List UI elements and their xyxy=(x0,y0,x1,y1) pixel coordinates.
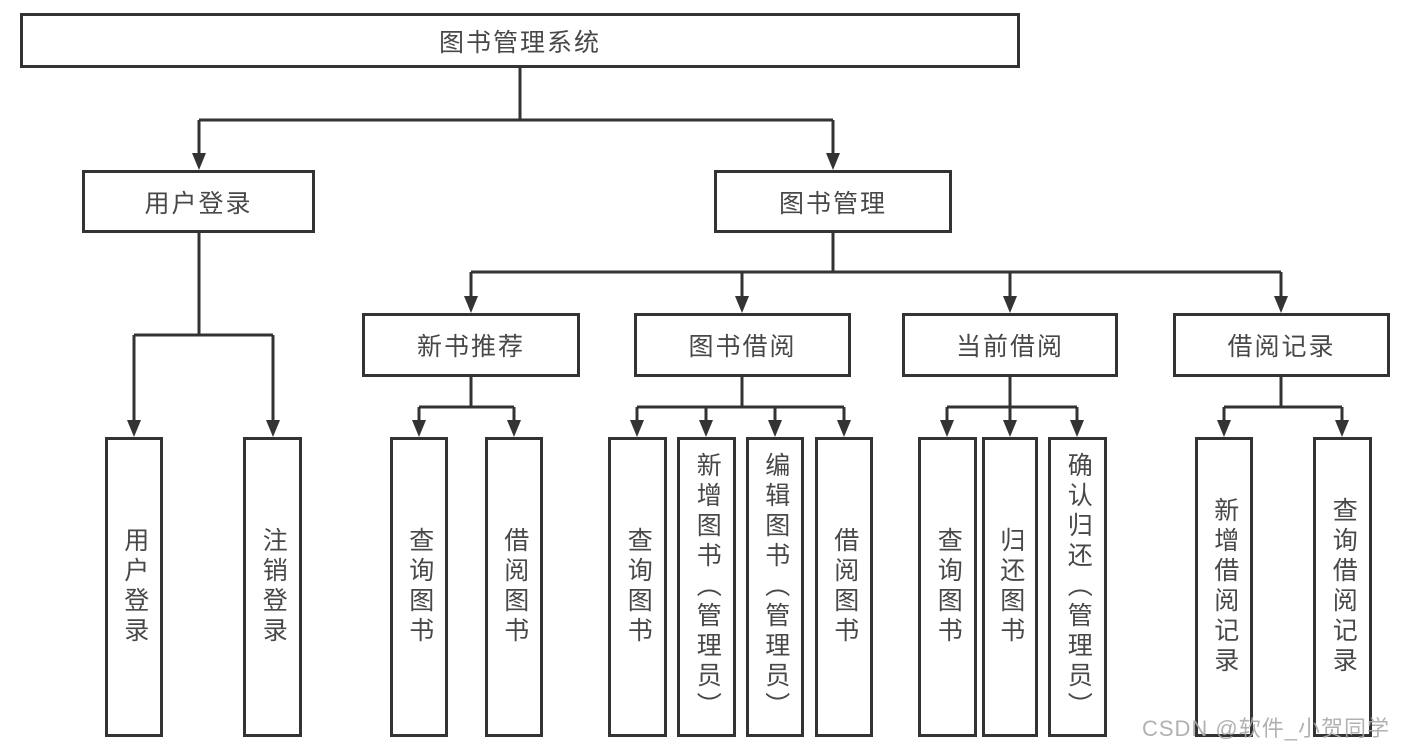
arrow-down-icon xyxy=(768,420,782,437)
node-book-borrow: 图书借阅 xyxy=(634,313,851,377)
leaf-borrow-query-books: 查询图书 xyxy=(608,437,667,737)
arrow-down-icon xyxy=(127,420,141,437)
arrow-down-icon xyxy=(940,420,954,437)
connector-book-borrow-to-leaves xyxy=(635,377,846,424)
arrow-down-icon xyxy=(1274,296,1288,313)
leaf-rec-borrow-books: 借阅图书 xyxy=(485,437,543,737)
leaf-records-query-record: 查询借阅记录 xyxy=(1313,437,1372,737)
leaf-current-confirm-return-admin: 确认归还（管理员） xyxy=(1048,437,1107,737)
arrow-down-icon xyxy=(699,420,713,437)
arrow-down-icon xyxy=(1217,420,1231,437)
arrow-down-icon xyxy=(464,296,478,313)
leaf-borrow-borrow-books: 借阅图书 xyxy=(815,437,873,737)
node-user-login: 用户登录 xyxy=(82,170,315,233)
leaf-current-query-books: 查询图书 xyxy=(918,437,977,737)
arrow-down-icon xyxy=(826,153,840,170)
arrow-down-icon xyxy=(1003,296,1017,313)
csdn-watermark: CSDN @软件_小贺同学 xyxy=(1141,716,1390,741)
connector-borrow-records-to-leaves xyxy=(1222,377,1344,424)
connector-current-borrow-to-leaves xyxy=(945,377,1079,424)
leaf-borrow-edit-books-admin: 编辑图书（管理员） xyxy=(746,437,804,737)
leaf-current-return-books: 归还图书 xyxy=(982,437,1038,737)
leaf-borrow-add-books-admin: 新增图书（管理员） xyxy=(677,437,736,737)
connector-book-mgmt-to-level2 xyxy=(469,233,1283,299)
leaf-logout: 注销登录 xyxy=(243,437,302,737)
node-new-book-rec: 新书推荐 xyxy=(362,313,580,377)
arrow-down-icon xyxy=(412,420,426,437)
arrow-down-icon xyxy=(507,420,521,437)
connector-new-book-rec-to-leaves xyxy=(417,377,516,424)
arrow-down-icon xyxy=(735,296,749,313)
node-borrow-records: 借阅记录 xyxy=(1173,313,1390,377)
arrow-down-icon xyxy=(1070,420,1084,437)
leaf-user-login: 用户登录 xyxy=(105,437,163,737)
node-book-mgmt: 图书管理 xyxy=(714,170,952,233)
arrow-down-icon xyxy=(192,153,206,170)
connector-root-to-level1 xyxy=(197,68,835,156)
leaf-rec-query-books: 查询图书 xyxy=(390,437,448,737)
arrow-down-icon xyxy=(630,420,644,437)
node-root: 图书管理系统 xyxy=(20,13,1020,68)
node-current-borrow: 当前借阅 xyxy=(902,313,1118,377)
arrow-down-icon xyxy=(837,420,851,437)
arrow-down-icon xyxy=(1003,420,1017,437)
connector-user-login-to-leaves xyxy=(132,233,275,424)
arrow-down-icon xyxy=(266,420,280,437)
arrow-down-icon xyxy=(1335,420,1349,437)
leaf-records-add-record: 新增借阅记录 xyxy=(1195,437,1253,737)
